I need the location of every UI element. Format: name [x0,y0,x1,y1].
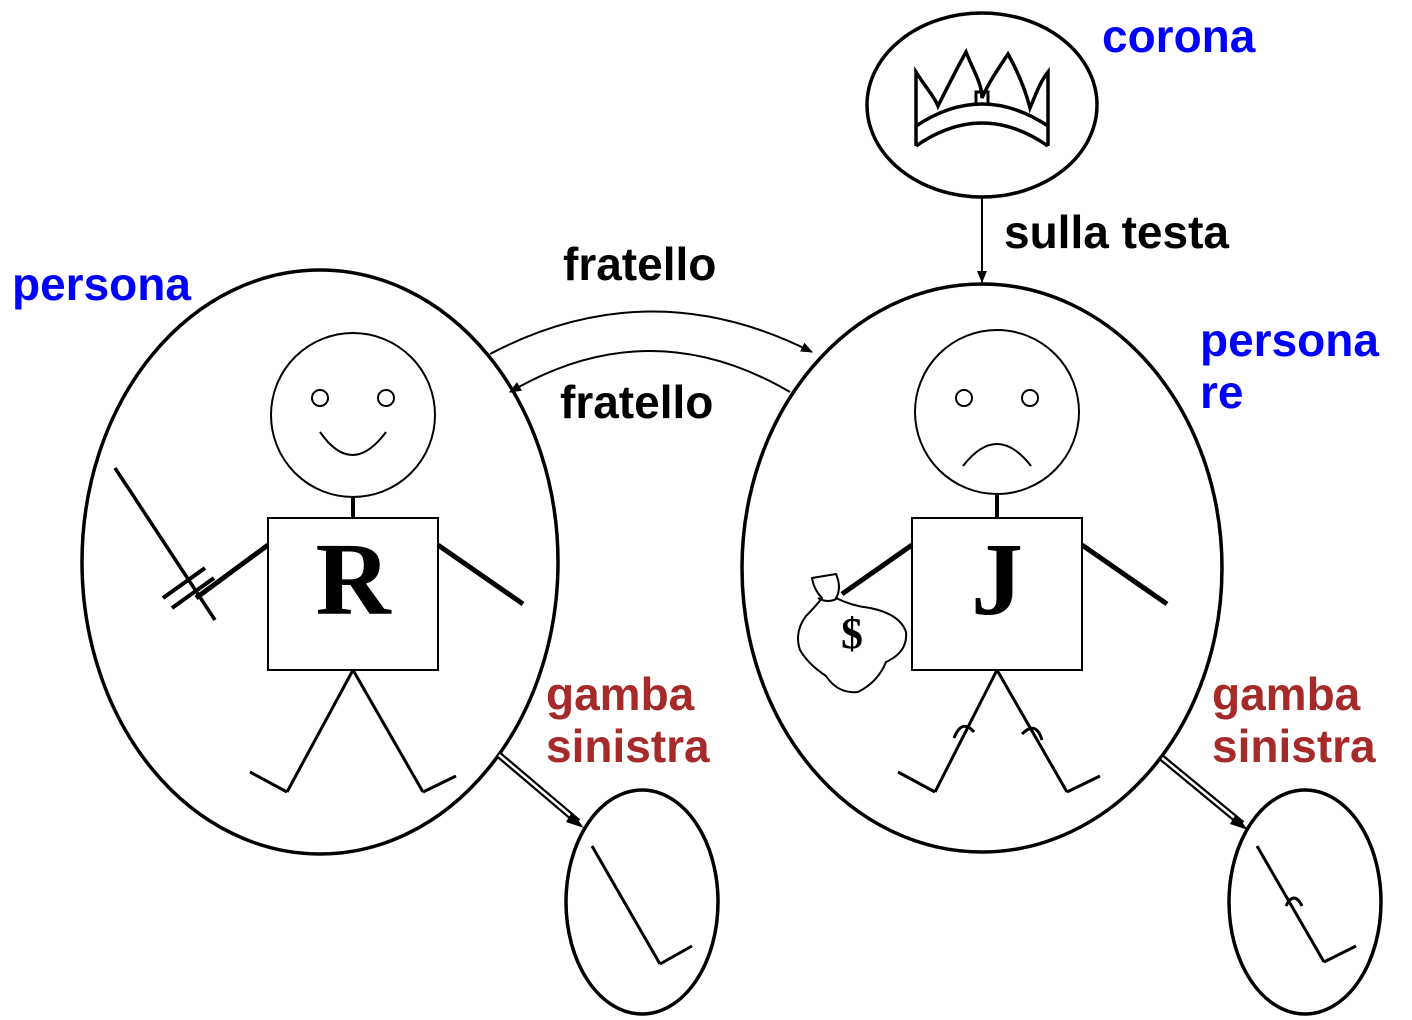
richard-object: persona R gamba sinistra [12,258,720,1016]
john-type-label-line2: re [1200,366,1243,418]
sword-icon [113,467,217,621]
on-head-relation: sulla testa [977,198,1229,283]
john-left-leg [933,669,999,793]
money-bag-icon: $ [797,572,908,694]
brother-relations: fratello fratello [489,238,813,428]
john-ellipse [740,282,1224,854]
richard-left-leg-object [564,788,720,1016]
crown-type-label: corona [1102,10,1256,62]
money-bag-symbol: $ [841,609,863,658]
brother-arrow-r-to-j [489,310,813,355]
john-right-foot [1066,774,1101,794]
john-left-foot [897,770,936,794]
john-left-leg-object [1227,788,1383,1016]
john-right-arm [1080,542,1169,607]
john-left-arm [840,542,914,597]
richard-left-foot [249,770,288,794]
john-leg-ellipse [1227,788,1383,1016]
john-letter: J [971,522,1023,637]
richard-leg-detail [590,845,662,965]
richard-leg-detail-foot [659,944,693,966]
john-right-eye [1021,389,1039,407]
richard-leg-label-line1: gamba [546,668,695,720]
john-leg-detail-foot [1323,944,1357,964]
richard-right-eye [377,389,395,407]
richard-type-label: persona [12,258,191,310]
richard-head [270,332,436,498]
john-left-knee [952,724,976,739]
john-object: persona re J $ gamba sinistra [740,282,1383,1016]
richard-left-arm [194,542,270,601]
richard-leg-ellipse [564,788,720,1016]
richard-left-leg [285,669,355,793]
crown-icon [914,47,1050,148]
crown-ellipse [865,11,1099,199]
richard-ellipse [80,268,560,856]
richard-right-leg [351,669,425,793]
john-figure: J $ [797,329,1169,794]
richard-left-eye [311,389,329,407]
john-right-leg [995,669,1069,793]
john-head [914,329,1080,495]
john-type-label-line1: persona [1200,314,1379,366]
john-leg-label-line2: sinistra [1212,720,1376,772]
richard-leg-label-line2: sinistra [546,720,710,772]
john-leg-detail [1255,845,1326,963]
frown-icon [962,443,1032,467]
richard-leg-arrow [496,752,584,828]
john-right-knee [1020,726,1044,741]
crown-object: corona [865,10,1256,199]
brother-label-j-to-r: fratello [560,376,713,428]
smile-icon [319,431,387,456]
richard-figure: R [113,332,525,794]
on-head-label: sulla testa [1004,206,1229,258]
john-leg-detail-knee [1284,896,1304,907]
brother-arrow-j-to-r [509,350,791,393]
john-left-eye [955,389,973,407]
richard-letter: R [315,522,392,637]
brother-label-r-to-j: fratello [563,238,716,290]
richard-right-foot [422,774,457,794]
john-leg-arrow [1159,755,1248,830]
richard-right-arm [436,542,525,607]
john-leg-label-line1: gamba [1212,668,1361,720]
